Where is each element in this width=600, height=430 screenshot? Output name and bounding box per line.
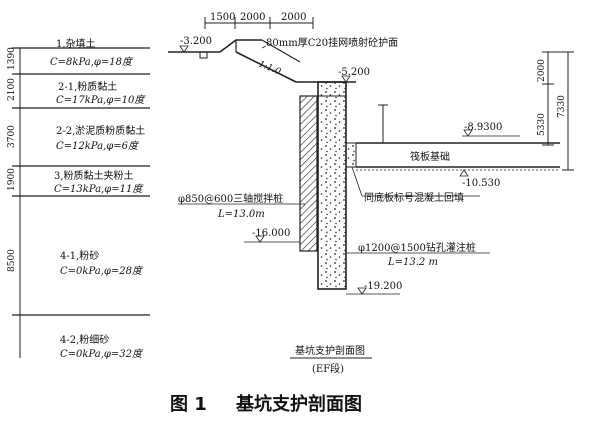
dim-layer-3: 1900 [7,168,17,191]
layer-3-params: C=13kPa,φ=11度 [54,183,144,195]
mixing-pile [299,95,318,252]
dim-layer-1: 1390 [7,47,17,70]
drawing-title: 基坑支护剖面图 [295,344,365,357]
mixing-pile-length: L=13.0m [217,209,265,220]
layer-1-params: C=8kPa,φ=18度 [50,56,134,68]
layer-2-1-params: C=17kPa,φ=10度 [56,94,146,106]
layer-4-1-params: C=0kPa,φ=28度 [60,265,144,277]
dim-layer-2-2: 3700 [7,125,17,148]
elev-minus-16-000: -16.000 [252,228,290,239]
right-dimensions: 2000 5330 7330 [537,51,574,171]
raft-foundation: 筏板基础 -8.9300 -10.530 [356,104,560,189]
layer-4-2-name: 4-2,粉细砂 [60,333,109,346]
layer-2-1-name: 2-1,粉质黏土 [58,80,117,93]
backfill-concrete [345,142,357,168]
layer-1-name: 1,杂填土 [56,37,96,50]
elev-minus-19-200: -19.200 [364,281,402,292]
layer-3-name: 3,粉质黏土夹粉土 [54,169,134,182]
top-dimensions: 1500 2000 2000 [204,12,314,29]
right-dim-2000: 2000 [537,59,547,82]
drawing-title-block: 基坑支护剖面图 (EF段) [290,344,372,375]
slope-ratio: 1:1.0 [257,60,282,78]
dim-layer-2-1: 2100 [7,78,17,101]
bored-pile-length: L=13.2 m [387,257,438,268]
backfill-label: 同底板标号混凝土回填 [364,191,464,204]
top-dim-2: 2000 [240,12,265,23]
dim-layer-4-1: 8500 [7,249,17,272]
mixing-pile-label: φ850@600三轴搅拌桩 [178,192,283,205]
figure-caption: 图 1 基坑支护剖面图 [170,393,362,415]
layer-2-2-name: 2-2,淤泥质粉质黏土 [56,124,145,137]
right-dim-7330: 7330 [557,95,567,118]
retaining-structure: -5.200 [296,67,370,290]
layer-4-2-params: C=0kPa,φ=32度 [60,348,144,360]
elev-minus-3-200: -3.200 [180,36,212,47]
shotcrete-label: 80mm厚C20挂网喷射砼护面 [266,36,398,49]
elev-minus-8-9300: -8.9300 [464,122,502,133]
layer-4-1-name: 4-1,粉砂 [60,249,99,262]
ground-surface: -3.200 1:1.0 80mm厚C20挂网喷射砼护面 [168,36,398,83]
bored-pile-label: φ1200@1500钻孔灌注桩 [358,241,476,254]
top-dim-1: 1500 [210,12,235,23]
caption-number: 图 1 [170,394,207,415]
bored-pile [317,81,347,290]
drawing-subtitle: (EF段) [312,362,344,375]
elev-minus-5-200: -5.200 [338,67,370,78]
layer-2-2-params: C=12kPa,φ=6度 [56,140,140,152]
excavation-slope [235,51,297,83]
pile-annotations: 同底板标号混凝土回填 φ850@600三轴搅拌桩 L=13.0m -16.000… [178,166,490,295]
raft-label: 筏板基础 [410,150,450,163]
soil-profile: 1390 2100 3700 1900 8500 1,杂填土 C=8kPa,φ=… [7,37,150,360]
caption-title: 基坑支护剖面图 [235,393,362,415]
elev-minus-10-530: -10.530 [462,178,500,189]
right-dim-5330: 5330 [537,113,547,136]
top-dim-3: 2000 [281,12,306,23]
